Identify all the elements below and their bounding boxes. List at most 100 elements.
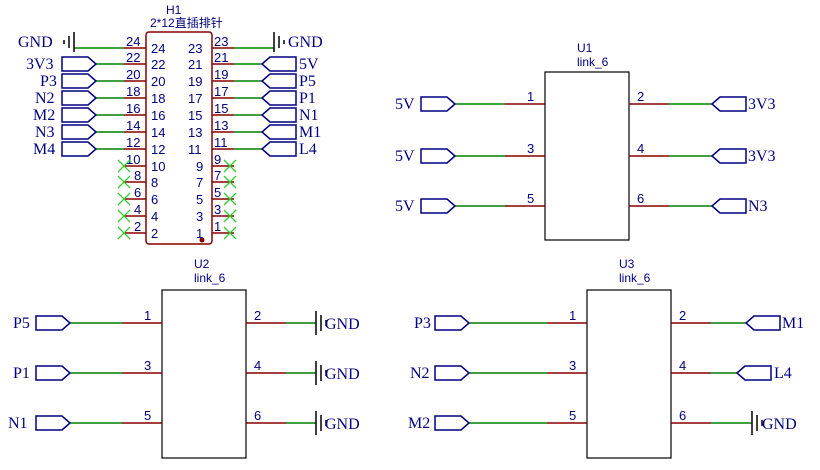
net-label: GND [325,366,360,383]
h1-pin-number: 21 [214,50,228,65]
net-label: 5V [395,148,415,165]
h1-pin-number: 22 [151,57,165,72]
h1-pin-number: 7 [214,168,221,183]
h1-pin-number: 9 [214,152,221,167]
h1-pin-number: 15 [188,108,202,123]
h1-pin-number: 6 [134,185,141,200]
pin-number: 2 [254,308,261,323]
h1-pin-number: 11 [214,135,228,150]
pin-number: 1 [144,308,151,323]
pin-number: 2 [679,308,686,323]
h1-pin-number: 5 [214,185,221,200]
header-h1: H1 2*12直插排针 [18,3,323,245]
h1-pin-number: 5 [196,192,203,207]
u1-value: link_6 [577,55,609,69]
h1-pin-number: 22 [126,50,140,65]
u1-body [544,71,630,241]
h1-pin-number: 15 [214,101,228,116]
net-label: M4 [33,141,55,158]
h1-right-net-flags: 5V P5 P1 N1 M1 L4 [234,56,321,158]
h1-pin-number: 8 [134,168,141,183]
no-connect-marks-left [117,159,131,240]
h1-pin-number: 17 [188,91,202,106]
h1-pin-number: 14 [126,118,140,133]
h1-pin-number: 11 [188,142,202,157]
net-label: N2 [35,90,55,107]
net-label: 5V [395,96,415,113]
pin-number: 2 [637,89,644,104]
h1-pin-number: 20 [151,74,165,89]
h1-pin-number: 12 [126,135,140,150]
pin1-marker [199,237,205,243]
h1-pin-number: 6 [151,192,158,207]
h1-left-gnd: GND [18,32,124,52]
u3-body [586,289,672,459]
net-label: P1 [299,90,316,107]
net-label: N1 [299,107,319,124]
pin-number: 5 [569,408,576,423]
jumper-u1: U1 link_6 5V 1 5V 3 5V 5 3V3 2 3V3 4 N3 [395,41,776,241]
no-connect-marks-right [223,159,237,240]
net-label: GND [325,316,360,333]
h1-pin-number: 13 [214,118,228,133]
net-label: P3 [414,315,431,332]
h1-pin-number: 10 [126,152,140,167]
net-label: M1 [299,124,321,141]
net-label: N3 [748,198,768,215]
h1-pin-number: 10 [151,159,165,174]
net-label: P5 [299,73,316,90]
h1-pin-number: 17 [214,84,228,99]
u3-value: link_6 [619,271,651,285]
h1-pin-number: 24 [151,41,165,56]
net-label: GND [325,416,360,433]
net-label: 3V3 [748,148,776,165]
h1-pin-number: 3 [214,202,221,217]
net-label: N3 [35,124,55,141]
h1-right-gnd: GND [234,32,323,52]
u2-designator: U2 [194,257,210,271]
net-label: P5 [13,315,30,332]
pin-number: 3 [527,141,534,156]
h1-pin-number: 18 [151,91,165,106]
net-label: 3V3 [26,56,54,73]
net-label: 3V3 [748,96,776,113]
net-label: M2 [33,107,55,124]
pin-number: 6 [254,408,261,423]
pin-number: 6 [637,191,644,206]
h1-pin-number: 13 [188,125,202,140]
h1-value: 2*12直插排针 [150,15,223,30]
h1-pin-number: 7 [196,175,203,190]
h1-right-pin-numbers-inner: 23 21 19 17 15 13 11 9 7 5 3 1 [188,41,203,241]
h1-pin-number: 19 [214,67,228,82]
h1-pin-number: 4 [134,202,141,217]
h1-right-pin-numbers-outer: 23 21 19 17 15 13 11 9 7 5 3 1 [214,34,228,234]
h1-left-net-flags: 3V3 P3 N2 M2 N3 M4 [26,56,124,158]
pin-number: 4 [254,358,261,373]
net-label: N2 [410,365,430,382]
pin-number: 5 [527,191,534,206]
h1-left-pin-numbers-inner: 24 22 20 18 16 14 12 10 8 6 4 2 [151,41,165,241]
h1-pin-number: 21 [188,57,202,72]
h1-pin-number: 20 [126,67,140,82]
h1-pin-number: 4 [151,209,158,224]
u2-body [161,289,247,459]
h1-pin-number: 1 [214,219,221,234]
h1-pin-number: 23 [214,34,228,49]
h1-pin-number: 8 [151,175,158,190]
pin-number: 3 [569,358,576,373]
h1-pin-number: 14 [151,125,165,140]
net-label: P3 [40,73,57,90]
h1-left-pin-numbers-outer: 24 22 20 18 16 14 12 10 8 6 4 2 [126,34,141,234]
net-label: 5V [395,198,415,215]
pin-number: 5 [144,408,151,423]
h1-pin-number: 9 [196,159,203,174]
u2-value: link_6 [194,271,226,285]
net-label: L4 [774,365,792,382]
h1-pin-number: 3 [196,209,203,224]
net-label: GND [18,34,53,51]
h1-pin-number: 2 [151,226,158,241]
net-label: P1 [13,365,30,382]
net-label: M1 [782,315,804,332]
h1-pin-number: 12 [151,142,165,157]
